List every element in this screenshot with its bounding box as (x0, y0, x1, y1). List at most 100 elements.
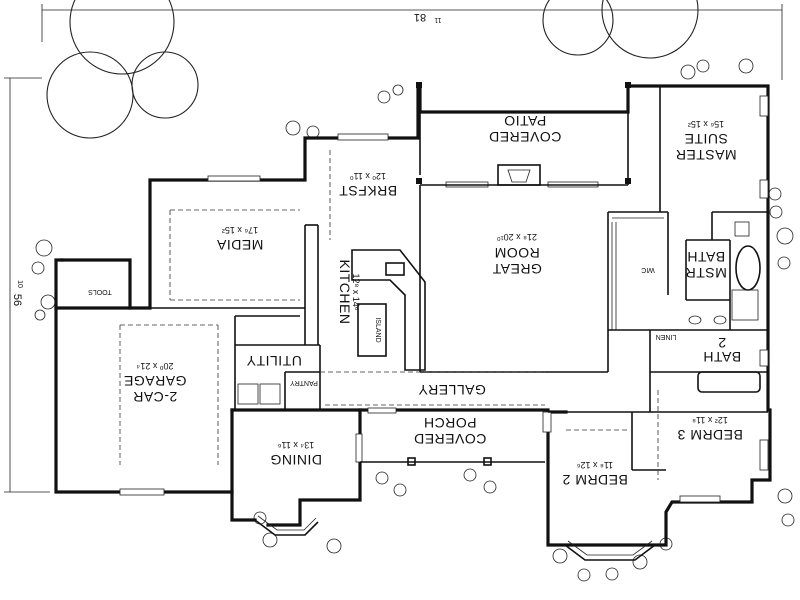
shrub-icon (552, 548, 568, 564)
brkfst-dims: 12⁰ x 11⁰ (350, 171, 386, 181)
mstr-bath-label: MSTR (685, 265, 727, 281)
shrub-icon (34, 309, 46, 321)
shrub-icon (392, 84, 404, 96)
island-label: ISLAND (374, 317, 381, 342)
sink-icon (385, 262, 405, 276)
tree-icon (601, 0, 699, 59)
shrubs (31, 58, 795, 582)
shrub-icon (285, 120, 301, 136)
width-dimension: 81 11 (414, 11, 442, 23)
dining-label: DINING (270, 452, 322, 468)
bedrm3-label: BEDRM 3 (677, 427, 743, 443)
room-label-bedrm3: BEDRM 3 12² x 11⁸ (677, 415, 743, 443)
master-suite-label: SUITE (684, 131, 728, 147)
bedrm3-dims: 12² x 11⁸ (692, 415, 728, 425)
shrub-icon (632, 554, 648, 570)
tools-label: TOOLS (88, 288, 112, 295)
shrub-icon (253, 511, 267, 525)
window (759, 95, 769, 117)
window (542, 411, 552, 433)
window (759, 179, 769, 199)
garage-dims: 20⁰ x 21⁴ (136, 361, 173, 371)
window (355, 433, 363, 463)
kitchen-dims: 12⁸ x 14⁶ (351, 273, 361, 310)
post (625, 178, 631, 184)
brkfst-label: BRKFST (339, 183, 397, 199)
window (367, 407, 397, 414)
room-label-media: MEDIA 17⁶ x 15² (216, 225, 263, 253)
tree-icon (542, 0, 614, 56)
shrub-icon (326, 538, 342, 554)
post (416, 178, 422, 184)
gallery-label: GALLERY (418, 382, 486, 398)
shrub-icon (375, 471, 389, 485)
tree-icon (131, 51, 199, 119)
great-room-dims: 21⁸ x 20¹⁰ (497, 232, 537, 242)
shrub-icon (306, 125, 320, 139)
depth-dimension-inches: 10 (16, 280, 23, 288)
shrub-icon (463, 468, 477, 482)
window (679, 495, 721, 503)
bedrm2-dims: 11⁸ x 12⁶ (577, 460, 614, 470)
shrub-icon (738, 58, 754, 74)
great-room-label: ROOM (494, 245, 540, 261)
washer-icon (237, 383, 259, 405)
shrub-icon (605, 567, 619, 581)
utility-label: UTILITY (246, 353, 302, 369)
bay-windows (254, 515, 656, 561)
pantry-label: PANTRY (290, 379, 318, 386)
room-label-master-suite: MASTER SUITE 15⁶ x 15² (675, 119, 736, 163)
window (207, 175, 261, 182)
room-label-bath2: BATH 2 (703, 335, 741, 365)
window (759, 439, 769, 471)
interior-walls (119, 82, 768, 480)
trees (46, 0, 699, 139)
media-dims: 17⁶ x 15² (222, 225, 258, 235)
window (337, 133, 389, 141)
room-label-mstr-bath: MSTR BATH (685, 249, 727, 281)
window (759, 349, 769, 367)
bath2-label: BATH (703, 349, 741, 365)
shrub-icon (777, 488, 793, 504)
media-label: MEDIA (216, 237, 263, 253)
dining-dims: 13⁴ x 11⁶ (277, 440, 314, 450)
bath2-label: 2 (718, 335, 726, 351)
shrub-icon (35, 239, 53, 257)
shrub-icon (577, 568, 591, 582)
room-label-kitchen: KITCHEN 12⁸ x 14⁶ (337, 260, 361, 325)
covered-patio-label: PATIO (504, 113, 546, 129)
sink-icon (713, 315, 727, 325)
room-label-great-room: GREAT ROOM 21⁸ x 20¹⁰ (492, 232, 542, 277)
dryer-icon (259, 383, 281, 405)
shrub-icon (781, 513, 795, 527)
window (119, 488, 165, 496)
shrub-icon (769, 205, 783, 219)
covered-porch-label: COVERED (414, 431, 487, 447)
depth-dimension-value: 56 (11, 294, 23, 306)
room-label-covered-patio: COVERED PATIO (489, 113, 562, 145)
exterior-walls (54, 84, 772, 547)
bedrm2-label: BEDRM 2 (562, 472, 628, 488)
master-suite-label: MASTER (675, 147, 736, 163)
bathtub-icon (697, 371, 761, 393)
covered-patio-label: COVERED (489, 129, 562, 145)
island (357, 303, 387, 357)
shrub-icon (393, 483, 407, 497)
room-label-dining: DINING 13⁴ x 11⁶ (270, 440, 322, 468)
master-suite-dims: 15⁶ x 15² (688, 119, 724, 129)
tree-icon (46, 51, 134, 139)
shrub-icon (768, 187, 782, 201)
mstr-bath-label: BATH (687, 249, 725, 265)
garage-label: GARAGE (124, 373, 187, 389)
room-label-covered-porch: COVERED PORCH (414, 415, 487, 447)
linen-label: LINEN (656, 333, 677, 340)
dimension-lines (4, 4, 783, 493)
shrub-icon (262, 532, 278, 548)
shrub-icon (31, 261, 45, 275)
covered-porch-label: PORCH (423, 415, 476, 431)
fireplace-icon (497, 164, 541, 186)
width-dimension-value: 81 (414, 11, 426, 23)
post (625, 82, 631, 88)
wic-label: WIC (641, 266, 655, 273)
